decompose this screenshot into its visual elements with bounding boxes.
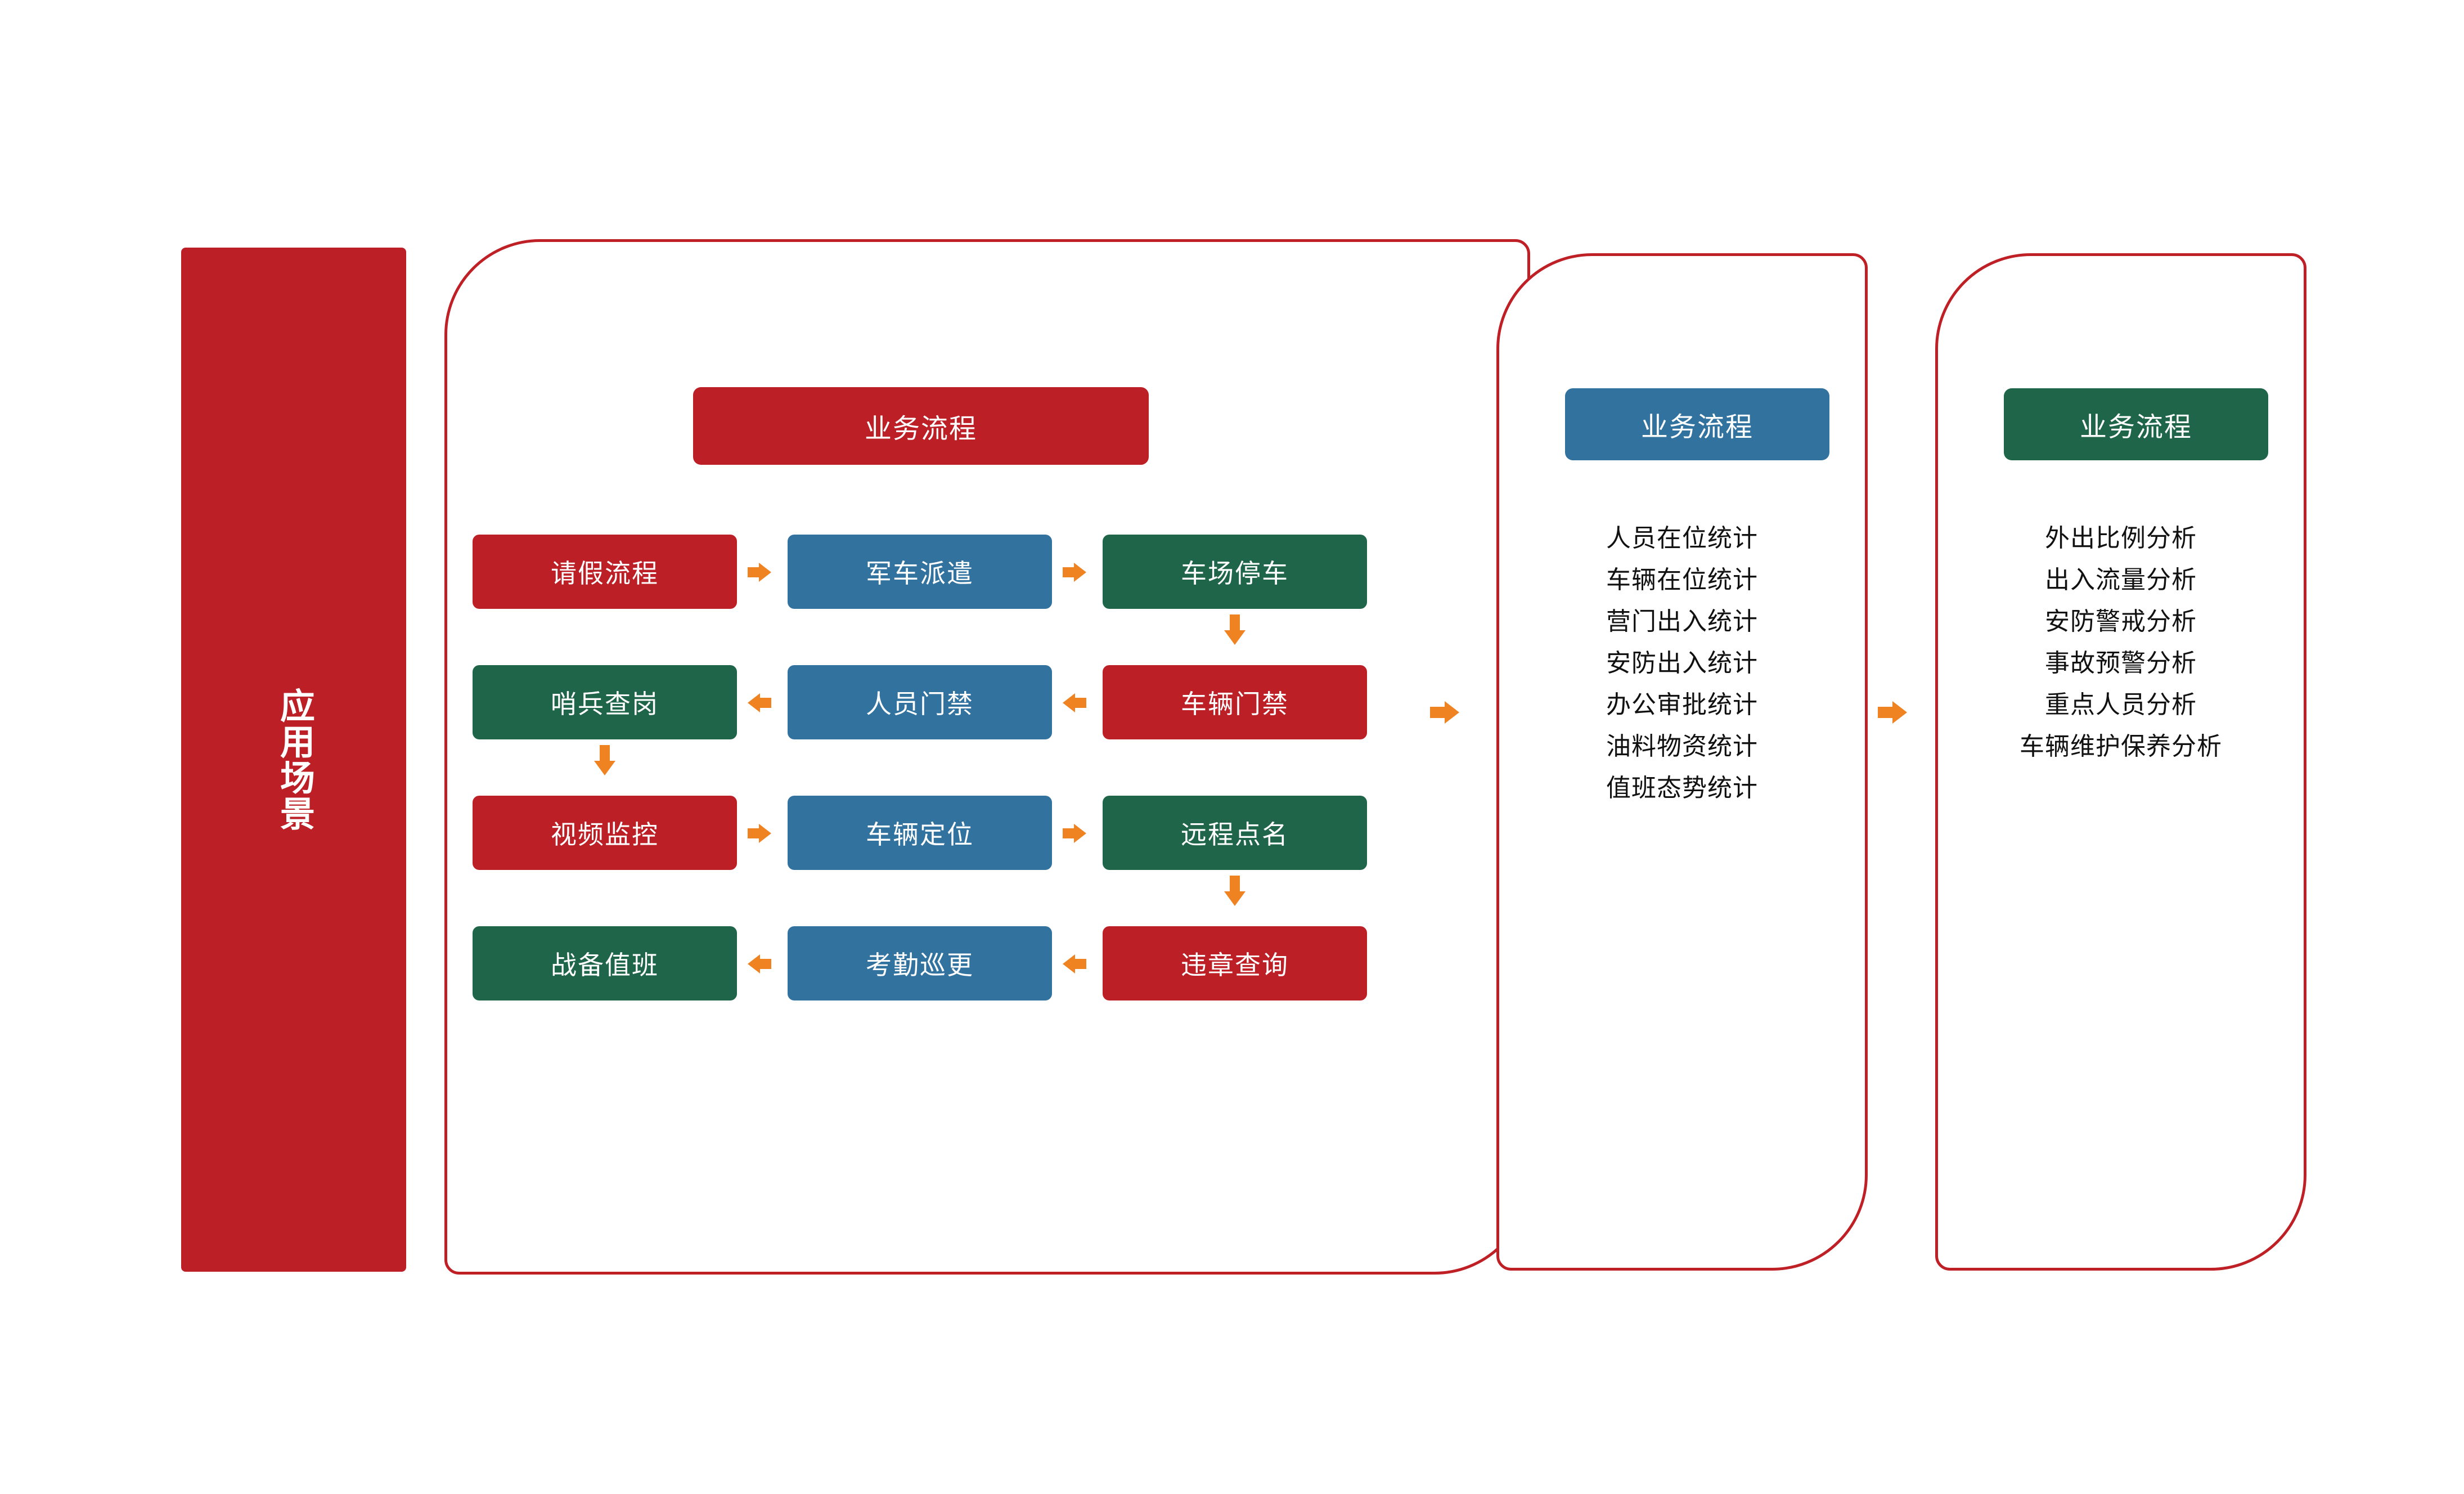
arrow-left-icon — [747, 951, 772, 977]
analysis-list: 外出比例分析 出入流量分析 安防警戒分析 事故预警分析 重点人员分析 车辆维护保… — [1935, 518, 2306, 768]
arrow-down-icon — [1222, 613, 1247, 646]
arrow-right-icon — [747, 559, 772, 585]
list-item[interactable]: 出入流量分析 — [2045, 566, 2197, 594]
flow-box-cheliangdingwei[interactable]: 车辆定位 — [788, 796, 1052, 870]
arrow-down-icon — [592, 744, 617, 777]
arrow-right-icon — [1877, 698, 1908, 727]
application-scenario-banner: 应用场景 — [181, 248, 406, 1272]
list-item[interactable]: 油料物资统计 — [1606, 733, 1758, 760]
list-item[interactable]: 安防警戒分析 — [2045, 608, 2197, 635]
flow-row: 视频监控 车辆定位 远程点名 — [473, 796, 1384, 870]
arrow-down-icon — [1222, 874, 1247, 907]
flow-box-renyuanmenjin[interactable]: 人员门禁 — [788, 665, 1052, 739]
flow-row: 战备值班 考勤巡更 违章查询 — [473, 926, 1384, 1001]
arrow-right-icon — [747, 820, 772, 846]
business-flow-grid: 请假流程 军车派遣 车场停车 哨兵查岗 人员门禁 车辆门禁 视频监控 车辆定位 … — [473, 535, 1384, 1001]
flow-box-shipinjiankong[interactable]: 视频监控 — [473, 796, 737, 870]
flow-box-kaoqinxungeng[interactable]: 考勤巡更 — [788, 926, 1052, 1001]
flow-box-shaobingchagang[interactable]: 哨兵查岗 — [473, 665, 737, 739]
list-item[interactable]: 车辆在位统计 — [1606, 566, 1758, 594]
list-item[interactable]: 人员在位统计 — [1606, 524, 1758, 552]
statistics-header: 业务流程 — [1565, 388, 1829, 460]
arrow-left-icon — [747, 690, 772, 716]
flow-row: 哨兵查岗 人员门禁 车辆门禁 — [473, 665, 1384, 739]
analysis-header: 业务流程 — [2004, 388, 2268, 460]
arrow-right-icon — [1429, 698, 1460, 727]
list-item[interactable]: 营门出入统计 — [1606, 608, 1758, 635]
flow-row: 请假流程 军车派遣 车场停车 — [473, 535, 1384, 609]
arrow-left-icon — [1062, 951, 1087, 977]
arrow-right-icon — [1062, 820, 1087, 846]
list-item[interactable]: 办公审批统计 — [1606, 691, 1758, 719]
list-item[interactable]: 外出比例分析 — [2045, 524, 2197, 552]
application-scenario-label: 应用场景 — [275, 688, 314, 832]
arrow-right-icon — [1062, 559, 1087, 585]
list-item[interactable]: 重点人员分析 — [2045, 691, 2197, 719]
flow-box-yuanchengdianming[interactable]: 远程点名 — [1103, 796, 1367, 870]
flow-box-qingjialiucheng[interactable]: 请假流程 — [473, 535, 737, 609]
list-item[interactable]: 安防出入统计 — [1606, 649, 1758, 677]
statistics-list: 人员在位统计 车辆在位统计 营门出入统计 安防出入统计 办公审批统计 油料物资统… — [1496, 518, 1868, 809]
flow-box-zhanbeizhiban[interactable]: 战备值班 — [473, 926, 737, 1001]
arrow-left-icon — [1062, 690, 1087, 716]
flow-box-chechangtingche[interactable]: 车场停车 — [1103, 535, 1367, 609]
list-item[interactable]: 事故预警分析 — [2045, 649, 2197, 677]
flow-box-junchepaiqian[interactable]: 军车派遣 — [788, 535, 1052, 609]
flow-box-cheliangmenjin[interactable]: 车辆门禁 — [1103, 665, 1367, 739]
flow-box-weizhangchaxun[interactable]: 违章查询 — [1103, 926, 1367, 1001]
list-item[interactable]: 车辆维护保养分析 — [2020, 733, 2222, 760]
business-flow-header: 业务流程 — [693, 387, 1149, 465]
list-item[interactable]: 值班态势统计 — [1606, 774, 1758, 802]
